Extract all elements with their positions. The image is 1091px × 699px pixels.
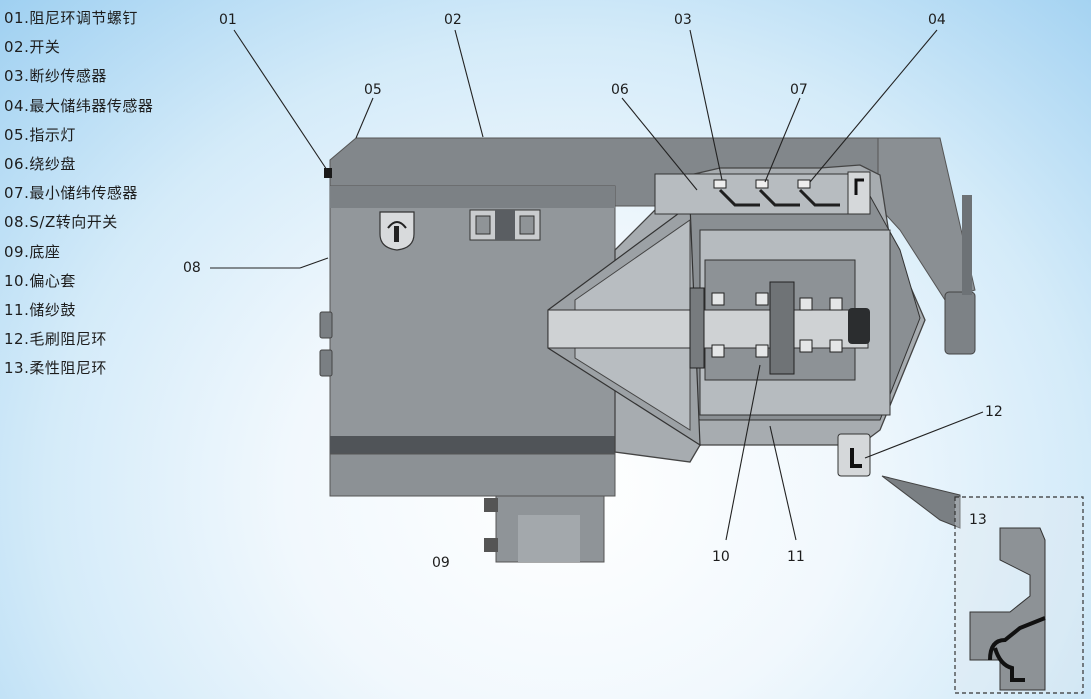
legend-separator: .	[24, 213, 30, 232]
callout-06: 06	[611, 82, 629, 98]
legend-number: 08	[4, 213, 25, 232]
indicator-lamp	[324, 168, 332, 178]
callout-09: 09	[432, 555, 450, 571]
legend-number: 01	[4, 9, 25, 27]
legend-number: 11	[4, 300, 25, 319]
brush-ring	[837, 433, 871, 477]
legend-separator: .	[24, 300, 30, 319]
legend-number: 07	[4, 184, 25, 203]
legend-label: S/Z转向开关	[29, 213, 118, 232]
legend-label: 柔性阻尼环	[29, 359, 107, 378]
legend-label: 阻尼环调节螺钉	[29, 9, 138, 27]
legend-separator: .	[24, 330, 30, 349]
rear-arm	[877, 137, 976, 355]
legend-separator: .	[24, 125, 30, 144]
callout-12: 12	[985, 404, 1003, 420]
legend-separator: .	[24, 9, 30, 27]
legend-number: 06	[4, 154, 25, 173]
legend-number: 09	[4, 242, 25, 261]
legend-number: 04	[4, 96, 25, 115]
legend-label: 最大储纬器传感器	[29, 96, 154, 115]
legend-item: 09.底座	[4, 240, 153, 269]
legend-number: 02	[4, 38, 25, 57]
switch-block	[469, 209, 541, 241]
legend-label: 断纱传感器	[29, 67, 107, 86]
callout-10: 10	[712, 549, 730, 565]
callout-11: 11	[787, 549, 805, 565]
legend-item: 06.绕纱盘	[4, 152, 153, 181]
legend-number: 10	[4, 271, 25, 290]
legend-number: 12	[4, 330, 25, 349]
callout-08: 08	[183, 260, 201, 276]
legend-number: 13	[4, 359, 25, 378]
sz-direction-icon	[379, 211, 415, 251]
legend-separator: .	[24, 359, 30, 378]
legend-item: 08.S/Z转向开关	[4, 210, 153, 239]
legend-number: 05	[4, 125, 25, 144]
legend-separator: .	[24, 96, 30, 115]
callout-labels: 01 02 03 04 05 06 07 08 09 10 11 12 13	[183, 12, 1003, 571]
callout-04: 04	[928, 12, 946, 28]
callout-02: 02	[444, 12, 462, 28]
legend-number: 03	[4, 67, 25, 86]
legend-label: 绕纱盘	[29, 154, 76, 173]
legend-separator: .	[24, 271, 30, 290]
detail-inset	[881, 475, 1084, 694]
legend-item: 04.最大储纬器传感器	[4, 94, 153, 123]
callout-07: 07	[790, 82, 808, 98]
legend-item: 10.偏心套	[4, 269, 153, 298]
legend-separator: .	[24, 38, 30, 57]
legend-item: 11.储纱鼓	[4, 298, 153, 327]
legend-separator: .	[24, 184, 30, 203]
legend-separator: .	[24, 154, 30, 173]
legend-item: 12.毛刷阻尼环	[4, 327, 153, 356]
legend-label: 储纱鼓	[29, 300, 76, 319]
leader-lines	[210, 29, 984, 541]
base	[484, 495, 605, 563]
legend-label: 毛刷阻尼环	[29, 330, 107, 349]
legend-separator: .	[24, 67, 30, 86]
legend-item: 07.最小储纬传感器	[4, 181, 153, 210]
legend-label: 开关	[29, 38, 61, 57]
legend-item: 13.柔性阻尼环	[4, 356, 153, 385]
legend-label: 指示灯	[29, 125, 76, 144]
drum-internals	[547, 229, 891, 416]
callout-13: 13	[969, 512, 987, 528]
legend-item: 05.指示灯	[4, 123, 153, 152]
legend-item: 03.断纱传感器	[4, 64, 153, 93]
callout-05: 05	[364, 82, 382, 98]
legend-label: 最小储纬传感器	[29, 184, 138, 203]
legend-item: 01.阻尼环调节螺钉	[4, 6, 153, 35]
legend-label: 底座	[29, 242, 61, 261]
legend-label: 偏心套	[29, 271, 76, 290]
callout-03: 03	[674, 12, 692, 28]
top-sensors	[654, 171, 871, 215]
legend-separator: .	[24, 242, 30, 261]
callout-01: 01	[219, 12, 237, 28]
legend-item: 02.开关	[4, 35, 153, 64]
